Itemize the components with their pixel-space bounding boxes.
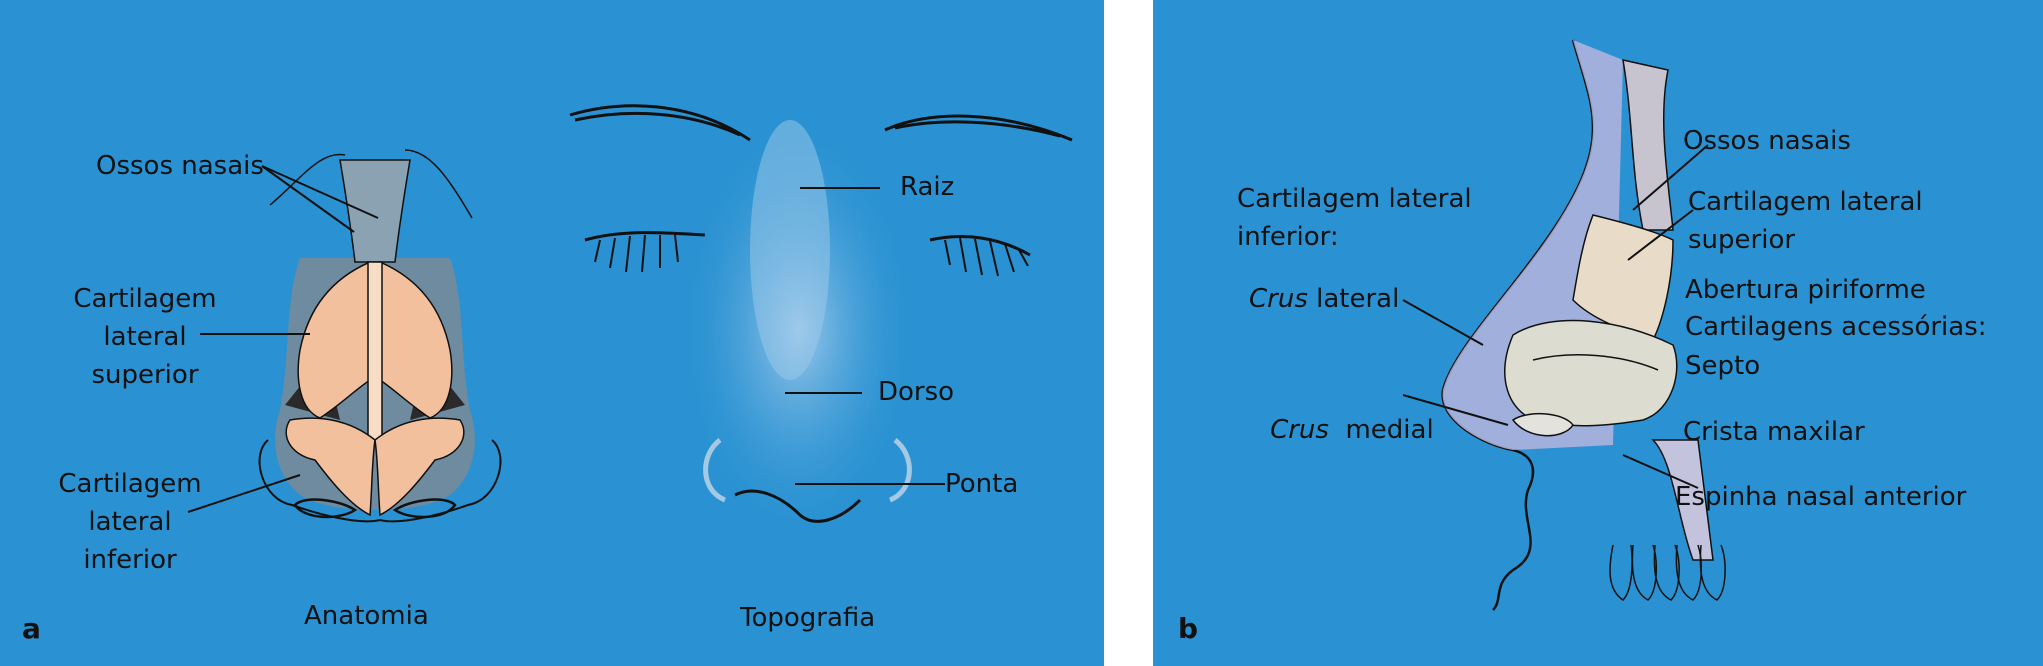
label-abertura-piriforme: Abertura piriforme — [1685, 271, 1926, 309]
label-ossos-nasais-a: Ossos nasais — [96, 147, 264, 185]
panel-letter-a: a — [22, 612, 41, 645]
label-cartilagem-lateral-superior-b: Cartilagem lateral superior — [1688, 183, 1923, 259]
label-crus-medial: Crus medial — [1237, 373, 1434, 487]
crus-rest: medial — [1329, 415, 1434, 445]
label-line: Cartilagem lateral — [1688, 183, 1923, 221]
caption-topografia: Topografia — [740, 599, 875, 637]
label-line: superior — [60, 356, 230, 394]
crus-rest: lateral — [1308, 284, 1399, 314]
label-line: Cartilagem — [60, 280, 230, 318]
label-crus-lateral: Crus lateral — [1249, 280, 1399, 318]
label-line: superior — [1688, 221, 1923, 259]
crus-italic: Crus — [1249, 284, 1308, 314]
panel-b: Ossos nasais Cartilagem lateral superior… — [1153, 0, 2043, 666]
caption-anatomia: Anatomia — [304, 597, 429, 635]
label-ossos-nasais-b: Ossos nasais — [1683, 122, 1851, 160]
label-cartilagens-acessorias: Cartilagens acessórias: — [1685, 308, 1987, 346]
panel-letter-b: b — [1178, 612, 1198, 645]
anatomy-nose-drawing — [260, 150, 501, 521]
label-line: Cartilagem lateral — [1237, 180, 1472, 218]
label-dorso: Dorso — [878, 373, 954, 411]
label-line: inferior: — [1237, 218, 1472, 256]
label-line: inferior — [45, 541, 215, 579]
label-cartilagem-lateral-inferior-a: Cartilagem lateral inferior — [45, 465, 215, 579]
label-septo: Septo — [1685, 347, 1760, 385]
panel-a: Ossos nasais Cartilagem lateral superior… — [0, 0, 1104, 666]
label-line: lateral — [60, 318, 230, 356]
label-line: Cartilagem — [45, 465, 215, 503]
label-line: lateral — [45, 503, 215, 541]
label-cartilagem-lateral-inferior-b: Cartilagem lateral inferior: — [1237, 180, 1472, 256]
label-ponta: Ponta — [945, 465, 1018, 503]
label-cartilagem-lateral-superior-a: Cartilagem lateral superior — [60, 280, 230, 394]
crus-italic: Crus — [1270, 415, 1329, 445]
label-espinha-nasal-anterior: Espinha nasal anterior — [1675, 478, 1966, 516]
label-crista-maxilar: Crista maxilar — [1683, 413, 1865, 451]
label-raiz: Raiz — [900, 168, 954, 206]
